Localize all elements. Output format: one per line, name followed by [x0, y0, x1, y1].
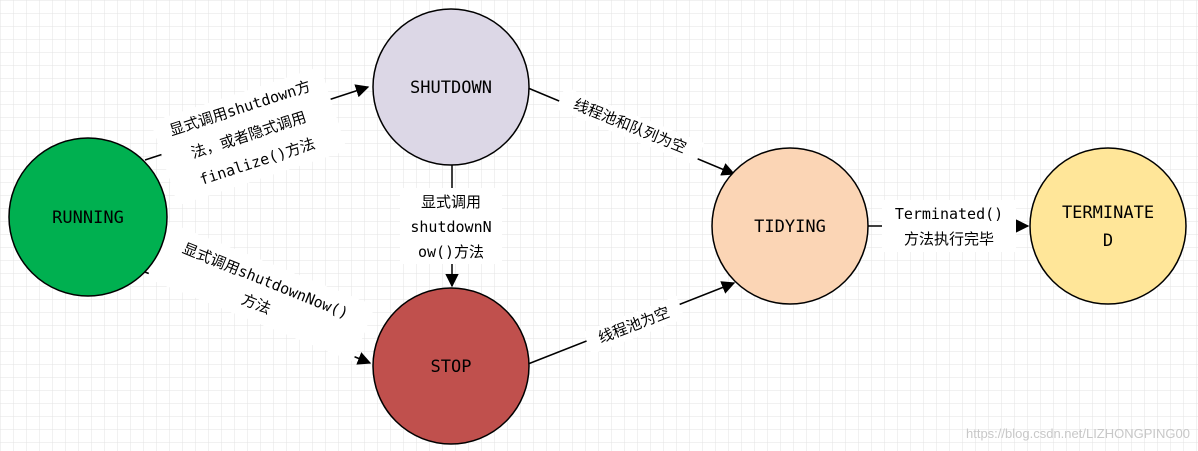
label-tidying-terminated-line2: 方法执行完毕: [904, 230, 994, 248]
state-running-label: RUNNING: [52, 208, 124, 228]
state-shutdown-label: SHUTDOWN: [410, 78, 492, 98]
label-shutdown-to-stop: 显式调用 shutdownN ow()方法: [410, 193, 491, 261]
label-shutdown-stop-line1: 显式调用: [421, 193, 481, 211]
state-terminated-label-line2: D: [1103, 231, 1113, 251]
label-bg-running-shutdown: [150, 66, 348, 206]
state-tidying: TIDYING: [711, 147, 869, 305]
state-tidying-label: TIDYING: [754, 217, 826, 237]
label-bg-running-stop: [146, 222, 376, 362]
label-shutdown-stop-line3: ow()方法: [418, 243, 484, 261]
state-shutdown-circle: [372, 8, 530, 166]
state-tidying-circle: [711, 147, 869, 305]
label-tidying-terminated-line1: Terminated(): [895, 205, 1003, 223]
watermark-text: https://blog.csdn.net/LIZHONGPING00: [966, 426, 1190, 441]
label-tidying-to-terminated: Terminated() 方法执行完毕: [895, 205, 1003, 248]
state-running-circle: [8, 137, 168, 297]
state-stop-circle: [372, 287, 530, 445]
state-stop: STOP: [372, 287, 530, 445]
label-shutdown-stop-line2: shutdownN: [410, 218, 491, 236]
state-terminated-circle: [1029, 147, 1187, 305]
state-shutdown: SHUTDOWN: [372, 8, 530, 166]
label-bg-shutdown-stop: [400, 188, 502, 264]
label-bg-stop-tidying: [583, 295, 685, 355]
state-stop-label: STOP: [431, 357, 472, 377]
state-terminated: TERMINATE D: [1029, 147, 1187, 305]
state-running: RUNNING: [8, 137, 168, 297]
label-bg-shutdown-tidying: [555, 86, 705, 166]
state-terminated-label-line1: TERMINATE: [1062, 203, 1154, 223]
label-bg-tidying-terminated: [882, 200, 1016, 252]
